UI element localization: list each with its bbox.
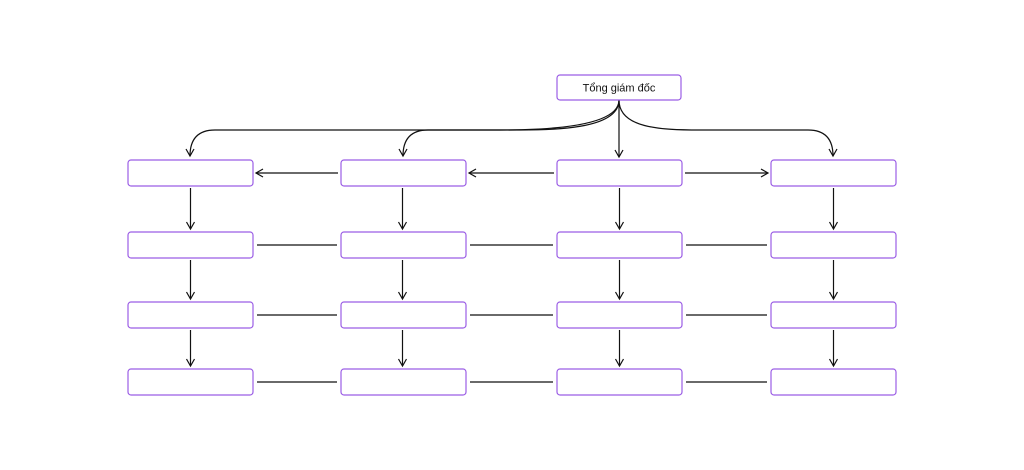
node-c2-row-1[interactable] bbox=[340, 159, 467, 187]
node-c4-row-1[interactable] bbox=[770, 159, 897, 187]
node-box bbox=[127, 231, 254, 259]
node-box bbox=[556, 368, 683, 396]
node-c1-row-3[interactable] bbox=[127, 301, 254, 329]
edges-layer bbox=[185, 99, 839, 383]
node-root-box bbox=[556, 74, 682, 101]
node-c2-row-2[interactable] bbox=[340, 231, 467, 259]
node-root[interactable]: Tổng giám đốc bbox=[556, 74, 682, 101]
nodes-layer: Tổng giám đốc bbox=[127, 74, 897, 396]
node-box bbox=[340, 231, 467, 259]
node-box bbox=[770, 368, 897, 396]
node-root-label: Tổng giám đốc bbox=[583, 83, 656, 95]
edge-root-to-c2 bbox=[398, 99, 620, 158]
node-box bbox=[770, 159, 897, 187]
node-c4-row-4[interactable] bbox=[770, 368, 897, 396]
node-box bbox=[127, 159, 254, 187]
node-box bbox=[127, 301, 254, 329]
node-c2-row-3[interactable] bbox=[340, 301, 467, 329]
node-c3-row-3[interactable] bbox=[556, 301, 683, 329]
node-c3-row-1[interactable] bbox=[556, 159, 683, 187]
node-c3-row-2[interactable] bbox=[556, 231, 683, 259]
edge-root-to-c4 bbox=[618, 99, 838, 158]
node-box bbox=[770, 301, 897, 329]
node-c1-row-4[interactable] bbox=[127, 368, 254, 396]
node-c2-row-4[interactable] bbox=[340, 368, 467, 396]
node-c4-row-2[interactable] bbox=[770, 231, 897, 259]
node-box bbox=[556, 301, 683, 329]
node-c3-row-4[interactable] bbox=[556, 368, 683, 396]
node-c4-row-3[interactable] bbox=[770, 301, 897, 329]
node-box bbox=[770, 231, 897, 259]
node-c1-row-1[interactable] bbox=[127, 159, 254, 187]
node-box bbox=[556, 231, 683, 259]
node-box bbox=[340, 159, 467, 187]
edge-root-to-c1 bbox=[185, 99, 620, 158]
node-c1-row-2[interactable] bbox=[127, 231, 254, 259]
node-box bbox=[340, 301, 467, 329]
node-box bbox=[340, 368, 467, 396]
node-box bbox=[556, 159, 683, 187]
node-box bbox=[127, 368, 254, 396]
